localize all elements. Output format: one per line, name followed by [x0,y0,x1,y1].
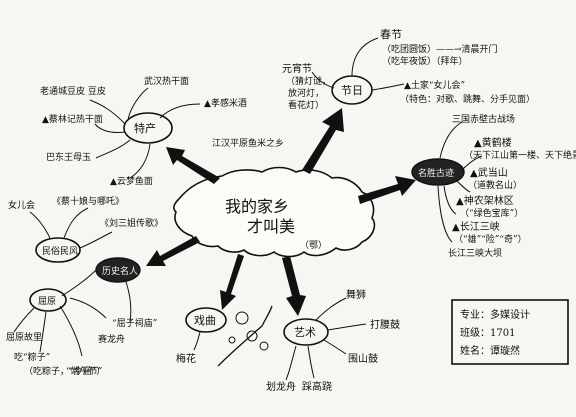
history-connector [61,269,97,297]
history-sub-hub [29,288,67,312]
food-branches [89,87,201,179]
art-item-c: 踩高跷 [302,380,332,393]
food-item-6: ▲云梦鱼面 [110,175,153,187]
history-item-d: 赛龙舟 [98,333,125,345]
festival-spring-sub2: （吃年夜饭）（拜年） [382,55,468,67]
plum-branch [217,305,273,367]
art-item-b: 打腰鼓 [370,318,400,331]
title-line2: 才叫美 [247,217,295,236]
scenic-item-1: 三国赤壁古战场 [452,113,515,125]
hub-folk-label: 民俗民风 [42,245,78,257]
arrow-to-food [166,147,220,184]
hub-scenic-label: 名胜古迹 [418,167,454,179]
folk-item-b: 《蔡十娘与哪吒》 [52,195,124,207]
scenic-item-8: ▲长江三峡 [452,220,500,233]
festival-yuanxiao-sub2: 放河灯， [288,87,324,99]
info-class: 班级：1701 [460,327,515,339]
scenic-item-5: （道教名山） [468,179,522,191]
scenic-item-10: 长江三峡大坝 [448,247,502,259]
scenic-item-7: （“绿色宝库”） [460,207,523,219]
scenic-item-3: （天下江山第一楼、天下绝景） [464,149,576,161]
arrow-to-opera [220,254,244,310]
info-name: 姓名：谭璇然 [460,344,520,357]
art-item-a: 舞狮 [346,288,366,301]
hub-food-label: 特产 [134,121,156,135]
food-item-2: 武汉热干面 [144,75,189,87]
info-box [451,299,569,365]
art-branches [285,297,367,381]
hub-history-label: 历史名人 [102,265,138,277]
festival-yuanxiao-sub1: （猜灯谜， [286,75,331,87]
info-major: 专业：多媒设计 [460,308,530,321]
hub-festival-label: 节日 [341,84,363,97]
folk-branches [29,207,113,249]
scenic-item-9: （“雄”“险”“奇”） [454,233,527,245]
opera-branches [193,331,201,351]
hub-art-label: 艺术 [294,326,316,339]
art-item-d: 划龙舟 [266,380,296,393]
history-item-e: （吃粽子，“今涵”） [24,365,105,377]
festival-tujia: ▲土家“女儿会” [404,79,465,91]
arrow-to-art [282,256,306,316]
history-item-a: 屈原故里 [6,331,42,343]
festival-tujia-sub: （特色：对歌、跳舞、分手见面） [400,93,535,105]
hub-scenic [411,158,465,186]
festival-yuanxiao-sub3: 看花灯） [288,99,324,111]
title-sub: （鄂） [300,240,327,251]
festival-branches [311,37,405,91]
title-line1: 我的家乡 [225,197,289,216]
hub-opera-label: 戏曲 [194,314,216,327]
history-branches [13,281,132,357]
scenic-item-6: ▲神农架林区 [456,194,514,207]
plum-blossom-icon [228,311,269,351]
history-item-f: “屈子祠庙” [112,317,157,329]
hubei-map-outline [173,166,376,258]
food-item-3: ▲蔡林记热干面 [42,113,103,125]
arrow-to-scenic [358,176,416,204]
scenic-item-4: ▲武当山 [470,166,508,179]
arrow-to-history [146,236,200,266]
scenic-branches [437,121,483,243]
hub-opera [185,307,227,333]
folk-item-c: 《刘三姐传歌》 [100,217,163,229]
food-item-5: 巴东王母玉 [46,151,91,163]
festival-spring: 春节 [380,28,402,41]
arrow-to-festival [302,108,344,174]
hub-food [123,112,173,144]
art-item-e: 围山鼓 [348,352,378,365]
food-item-1: 老通城豆皮 豆皮 [40,85,106,97]
opera-plum: 梅花 [176,352,196,365]
history-title: 屈原 [38,296,56,307]
food-item-4: ▲孝感米酒 [204,97,247,109]
history-item-c: 吃“粽子” [14,351,50,363]
hub-art [283,318,329,346]
festival-yuanxiao: 元宵节 [282,62,312,75]
festival-spring-sub1: （吃团圆饭）——→清晨开门 [382,43,498,55]
hub-folk [35,237,81,263]
food-center-caption: 江汉平原鱼米之乡 [212,137,284,149]
history-item-b: “端午节” [66,365,102,377]
scenic-item-2: ▲黄鹤楼 [474,136,512,149]
folk-item-a: 女儿会 [8,199,35,211]
